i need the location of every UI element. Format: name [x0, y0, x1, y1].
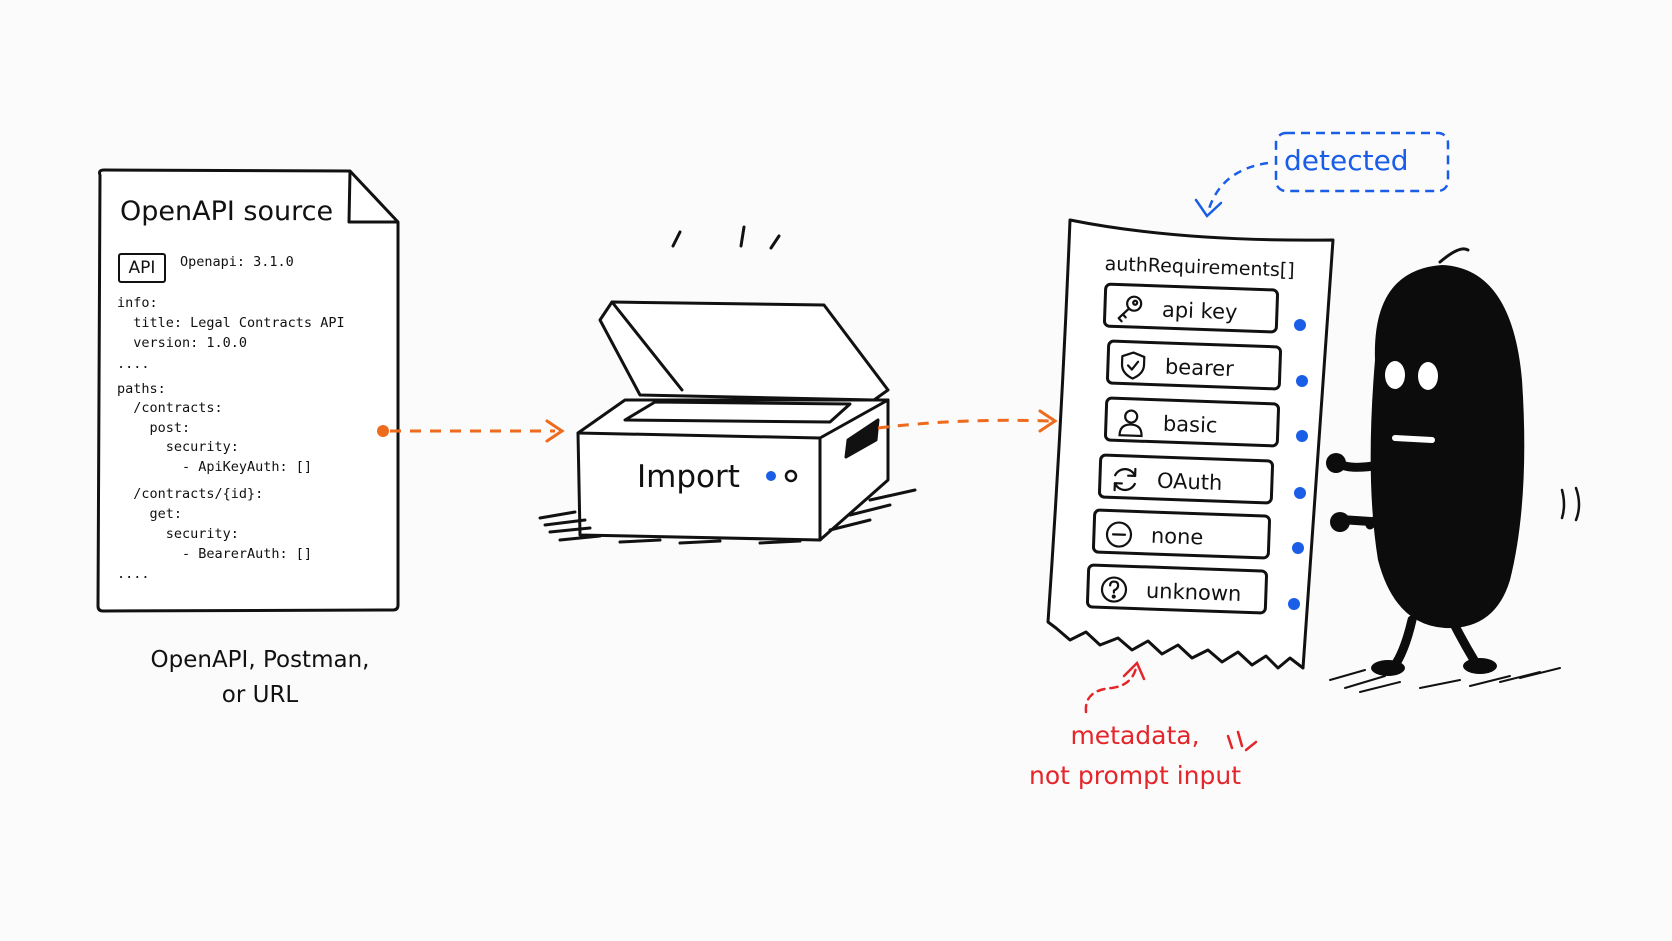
import-label: Import	[637, 459, 740, 495]
key-icon	[1117, 295, 1143, 323]
auth-item-label: unknown	[1145, 578, 1242, 606]
arrow-import-to-result	[877, 409, 1058, 433]
import-scanner	[538, 225, 917, 545]
code-line: info:	[117, 295, 158, 311]
code-line: - ApiKeyAuth: []	[117, 459, 313, 475]
code-line: title: Legal Contracts API	[117, 315, 345, 331]
code-line: paths:	[117, 381, 166, 397]
auth-row-box	[1103, 396, 1281, 448]
auth-item-basic: basic	[1114, 406, 1218, 442]
auth-item-label: basic	[1162, 411, 1218, 438]
minus-circle-icon	[1105, 521, 1133, 548]
arrow-source-to-import	[377, 419, 565, 443]
caption-line-1: OpenAPI, Postman,	[150, 647, 370, 673]
code-line: security:	[117, 439, 239, 455]
auth-item-bearer: bearer	[1116, 349, 1234, 385]
auth-item-label: bearer	[1164, 354, 1235, 382]
user-icon	[1118, 409, 1143, 438]
api-badge: API	[118, 253, 166, 283]
auth-row-box	[1097, 453, 1275, 505]
auth-item-none: none	[1102, 518, 1204, 553]
auth-item-label: OAuth	[1156, 468, 1223, 495]
detected-callout	[1194, 131, 1450, 218]
code-line: post:	[117, 420, 191, 436]
source-title: OpenAPI source	[120, 196, 334, 227]
auth-item-label: none	[1150, 523, 1204, 550]
auth-row-box	[1105, 339, 1283, 391]
note-line-2: not prompt input	[1028, 761, 1242, 790]
note-arrow	[1084, 660, 1258, 752]
code-line: ....	[117, 566, 150, 582]
shield-icon	[1120, 351, 1146, 380]
auth-item-label: api key	[1161, 297, 1238, 325]
note-line-1: metadata,	[1070, 721, 1200, 750]
code-line: security:	[117, 526, 239, 542]
detected-label: detected	[1284, 144, 1409, 177]
question-circle-icon	[1100, 576, 1128, 603]
code-line: version: 1.0.0	[117, 335, 248, 351]
refresh-icon	[1113, 467, 1137, 492]
character	[1326, 247, 1581, 693]
code-line: get:	[117, 506, 183, 522]
caption-line-2: or URL	[221, 682, 299, 708]
code-line: - BearerAuth: []	[117, 546, 313, 562]
auth-row-box	[1091, 508, 1272, 560]
auth-item-api-key: api key	[1113, 292, 1238, 328]
code-line: /contracts:	[117, 400, 223, 416]
auth-item-unknown: unknown	[1097, 573, 1242, 610]
auth-item-oauth: OAuth	[1108, 463, 1223, 499]
code-line: /contracts/{id}:	[117, 486, 264, 502]
openapi-version-line: Openapi: 3.1.0	[180, 254, 294, 270]
auth-requirements-sheet	[1046, 218, 1335, 670]
metadata-note: metadata, not prompt input	[1015, 716, 1255, 796]
auth-row-box	[1085, 563, 1269, 615]
auth-row-box	[1102, 282, 1280, 334]
code-line: ....	[117, 356, 150, 372]
source-document	[96, 168, 400, 613]
source-caption: OpenAPI, Postman, or URL	[110, 643, 410, 713]
